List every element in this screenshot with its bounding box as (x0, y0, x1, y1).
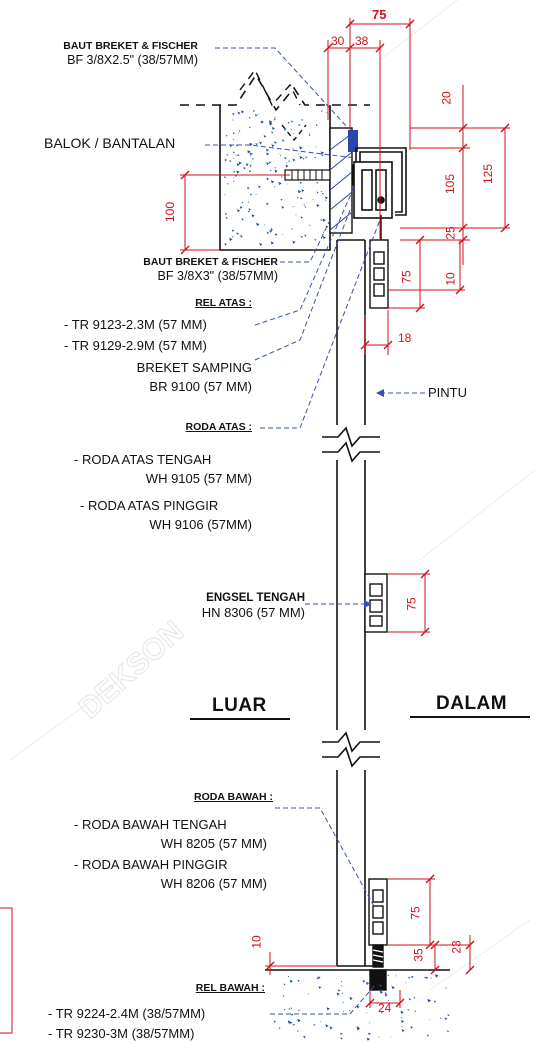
dim-25: 25 (443, 226, 458, 240)
top-rail (353, 147, 407, 219)
dim-20: 20 (439, 91, 454, 105)
watermark-marks (9, 0, 535, 991)
dimension-lines (180, 18, 510, 1008)
dim-75-bottom: 75 (408, 906, 423, 920)
rel-atas-item-2: - TR 9129-2.9M (57 MM) (64, 338, 207, 353)
legend-frame (0, 907, 13, 1034)
dimension-ticks (180, 19, 510, 1008)
engsel-spec: HN 8306 (57 MM) (201, 605, 305, 620)
dim-35: 35 (411, 948, 426, 962)
rel-bawah-item-1: - TR 9224-2.4M (38/57MM) (48, 1006, 206, 1021)
dim-24: 24 (378, 1001, 392, 1015)
roda-bawah-title: RODA BAWAH : (194, 791, 273, 803)
luar-label: LUAR (212, 695, 267, 716)
dalam-label: DALAM (436, 693, 508, 714)
rel-bawah-title: REL BAWAH : (195, 982, 265, 994)
baut-top-spec: BF 3/8X2.5" (38/57MM) (67, 53, 198, 67)
leader-lines (205, 47, 425, 1015)
breket-label: BREKET SAMPING (136, 360, 252, 375)
dim-75-hinge: 75 (399, 270, 414, 284)
dim-38: 38 (355, 34, 369, 48)
dim-125: 125 (481, 163, 496, 185)
engsel-title: ENGSEL TENGAH (206, 592, 305, 604)
watermark-text: DEKSON (73, 615, 190, 725)
baut-mid-spec: BF 3/8X3" (38/57MM) (157, 269, 278, 283)
roda-bawah-item-1: - RODA BAWAH TENGAH (74, 817, 227, 832)
baut-mid-title: BAUT BREKET & FISCHER (143, 256, 278, 268)
roda-atas-item-2-spec: WH 9106 (57MM) (149, 517, 252, 532)
dim-18: 18 (398, 331, 412, 345)
roda-bawah-item-1-spec: WH 8205 (57 MM) (160, 836, 267, 851)
floor-specks (273, 974, 450, 1041)
dim-10-bottom: 10 (249, 935, 264, 949)
dim-10-top: 10 (443, 272, 458, 286)
pintu-label: PINTU (428, 385, 467, 400)
dim-100: 100 (163, 201, 178, 223)
dim-75-engsel: 75 (404, 597, 419, 611)
dim-23: 23 (449, 940, 464, 954)
roda-atas-item-1: - RODA ATAS TENGAH (74, 452, 212, 467)
rel-bawah-item-2: - TR 9230-3M (38/57MM) (48, 1026, 195, 1041)
top-hinge (369, 215, 389, 309)
roda-bawah-item-2: - RODA BAWAH PINGGIR (74, 857, 228, 872)
breket-spec: BR 9100 (57 MM) (149, 379, 252, 394)
floor-slab (265, 969, 450, 1041)
middle-hinge (364, 573, 388, 633)
balok-label: BALOK / BANTALAN (44, 135, 176, 151)
rel-atas-item-1: - TR 9123-2.3M (57 MM) (64, 317, 207, 332)
bottom-wheel (368, 878, 388, 991)
roda-atas-item-1-spec: WH 9105 (57 MM) (145, 471, 252, 486)
baut-top-title: BAUT BREKET & FISCHER (63, 40, 198, 52)
dim-105: 105 (443, 173, 458, 195)
dim-30: 30 (331, 34, 345, 48)
leader-arrows (364, 389, 384, 608)
section-underlines (190, 716, 530, 720)
rel-atas-title: REL ATAS : (195, 297, 252, 309)
roda-bawah-item-2-spec: WH 8206 (57 MM) (160, 876, 267, 891)
roda-atas-item-2: - RODA ATAS PINGGIR (80, 498, 219, 513)
side-bracket (329, 127, 358, 234)
dim-75-top: 75 (372, 7, 387, 22)
roda-atas-title: RODA ATAS : (185, 421, 253, 433)
